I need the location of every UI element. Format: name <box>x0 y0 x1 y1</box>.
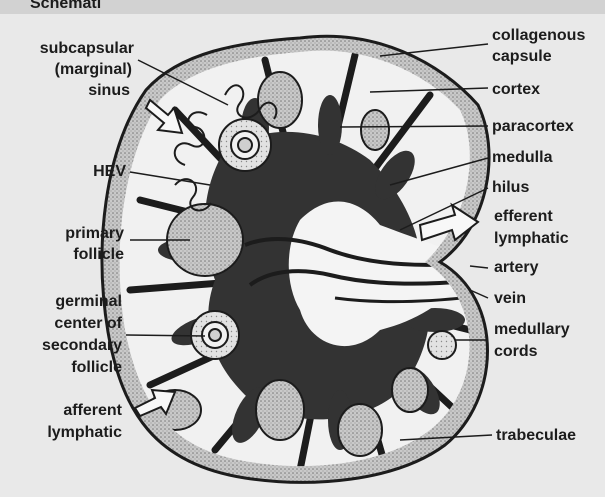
label-primary-2: follicle <box>73 246 124 263</box>
label-medullary-1: medullary <box>494 321 570 338</box>
label-germinal-1: germinal <box>55 293 122 310</box>
label-germinal-3: secondary <box>42 337 122 354</box>
label-hilus: hilus <box>492 179 529 196</box>
label-primary-1: primary <box>65 225 124 242</box>
label-paracortex: paracortex <box>492 118 574 135</box>
label-cortex: cortex <box>492 81 540 98</box>
label-subcapsular-3: sinus <box>88 82 130 99</box>
label-collagenous-1: collagenous <box>492 27 585 44</box>
label-hev: HEV <box>93 163 126 180</box>
label-artery: artery <box>494 259 539 276</box>
label-efferent-2: lymphatic <box>494 230 569 247</box>
label-vein: vein <box>494 290 526 307</box>
label-germinal-4: follicle <box>71 359 122 376</box>
label-afferent-2: lymphatic <box>47 424 122 441</box>
label-trabeculae: trabeculae <box>496 427 576 444</box>
label-efferent-1: efferent <box>494 208 553 225</box>
label-medulla: medulla <box>492 149 553 166</box>
label-subcapsular-2: (marginal) <box>55 61 132 78</box>
label-subcapsular-1: subcapsular <box>40 40 134 57</box>
label-afferent-1: afferent <box>63 402 122 419</box>
label-collagenous-2: capsule <box>492 48 552 65</box>
label-medullary-2: cords <box>494 343 538 360</box>
label-germinal-2: center of <box>54 315 122 332</box>
heading-fragment: Schemati <box>30 0 101 12</box>
